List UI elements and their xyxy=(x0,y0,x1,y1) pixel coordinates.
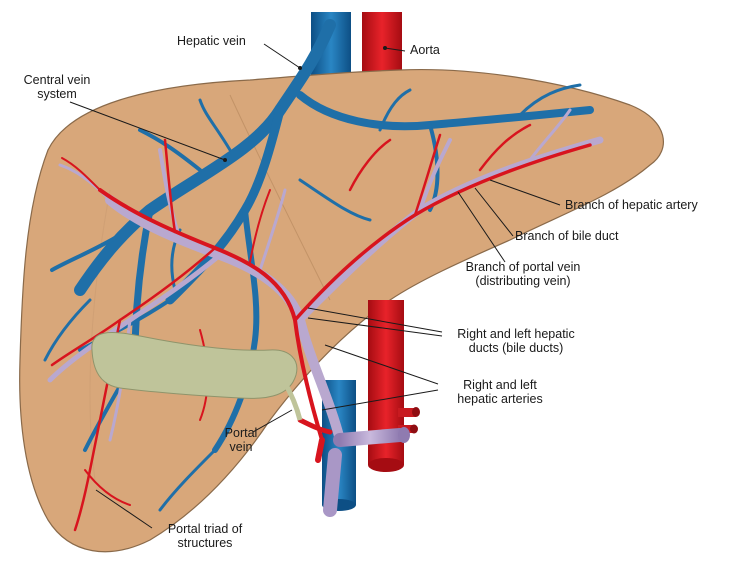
label-hepatic-ducts-line1: Right and left hepatic xyxy=(442,327,590,341)
label-portal-vein-branch: Branch of portal vein (distributing vein… xyxy=(458,260,588,288)
label-portal-vein-line2: vein xyxy=(218,440,264,454)
label-portal-vein-branch-line1: Branch of portal vein xyxy=(458,260,588,274)
label-portal-triad-line1: Portal triad of xyxy=(155,522,255,536)
label-central-vein-line1: Central vein xyxy=(12,73,102,87)
label-central-vein-line2: system xyxy=(12,87,102,101)
label-aorta: Aorta xyxy=(410,43,440,57)
label-portal-vein-branch-line2: (distributing vein) xyxy=(458,274,588,288)
label-bile-duct-branch: Branch of bile duct xyxy=(515,229,619,243)
label-portal-triad: Portal triad of structures xyxy=(155,522,255,550)
label-hepatic-arteries: Right and left hepatic arteries xyxy=(440,378,560,406)
label-hepatic-ducts: Right and left hepatic ducts (bile ducts… xyxy=(442,327,590,355)
label-hepatic-ducts-line2: ducts (bile ducts) xyxy=(442,341,590,355)
label-portal-triad-line2: structures xyxy=(155,536,255,550)
label-portal-vein-line1: Portal xyxy=(218,426,264,440)
label-hepatic-vein: Hepatic vein xyxy=(177,34,246,48)
label-hepatic-arteries-line1: Right and left xyxy=(440,378,560,392)
label-hepatic-arteries-line2: hepatic arteries xyxy=(440,392,560,406)
label-portal-vein: Portal vein xyxy=(218,426,264,454)
label-hepatic-artery-branch: Branch of hepatic artery xyxy=(565,198,698,212)
label-central-vein-system: Central vein system xyxy=(12,73,102,101)
